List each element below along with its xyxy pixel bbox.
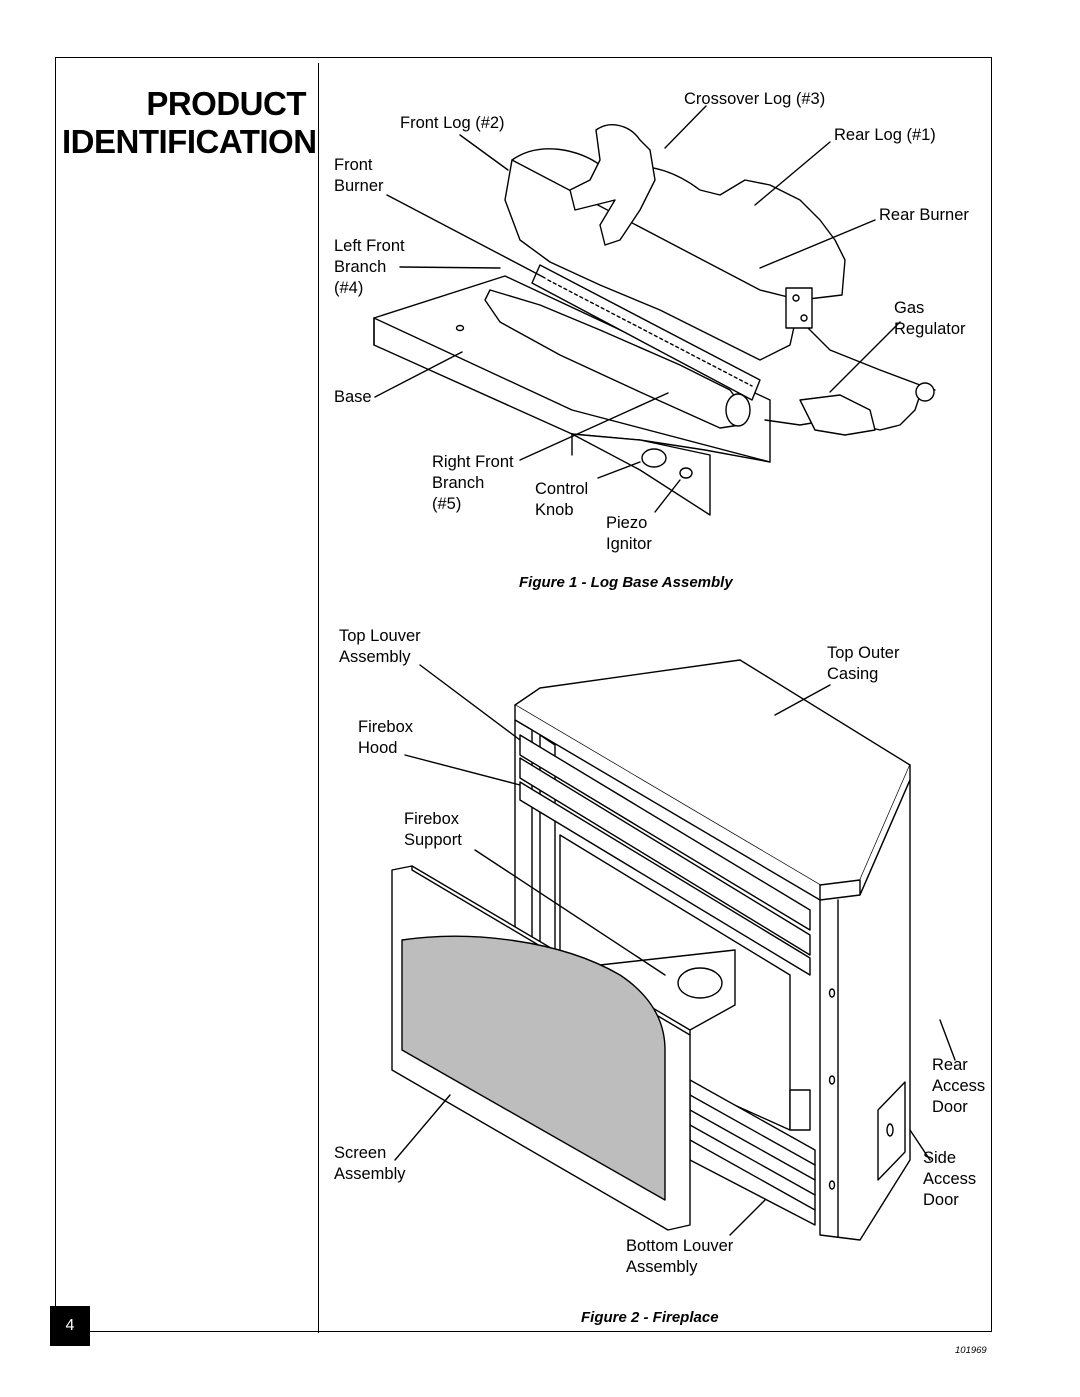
label-left-front-branch: Left Front Branch (#4) <box>334 237 405 297</box>
label-gas-regulator: Gas Regulator <box>894 299 966 338</box>
label-firebox-hood: Firebox Hood <box>358 718 414 757</box>
label-firebox-support: Firebox Support <box>404 810 462 849</box>
label-base: Base <box>334 388 372 406</box>
label-screen-assembly: Screen Assembly <box>334 1144 406 1183</box>
label-right-front-branch: Right Front Branch (#5) <box>432 453 514 513</box>
page-frame <box>55 57 992 1332</box>
figure2-caption: Figure 2 - Fireplace <box>581 1309 719 1326</box>
label-side-access-door: Side Access Door <box>923 1149 977 1209</box>
document-code: 101969 <box>955 1345 987 1356</box>
label-rear-access-door: Rear Access Door <box>932 1056 986 1116</box>
label-rear-log: Rear Log (#1) <box>834 126 936 144</box>
label-crossover-log: Crossover Log (#3) <box>684 90 826 108</box>
label-front-burner: Front Burner <box>334 156 384 195</box>
label-bottom-louver-assembly: Bottom Louver Assembly <box>626 1237 734 1276</box>
label-top-louver-assembly: Top Louver Assembly <box>339 627 421 666</box>
label-rear-burner: Rear Burner <box>879 206 969 224</box>
page-number: 4 <box>50 1306 90 1346</box>
page-title-line2: IDENTIFICATION <box>62 123 317 160</box>
page-title-line1: PRODUCT <box>146 85 306 122</box>
figure1-caption: Figure 1 - Log Base Assembly <box>519 574 733 591</box>
label-top-outer-casing: Top Outer Casing <box>827 644 900 683</box>
column-divider <box>318 63 319 1333</box>
label-front-log: Front Log (#2) <box>400 114 505 132</box>
label-control-knob: Control Knob <box>535 480 589 519</box>
label-piezo-ignitor: Piezo Ignitor <box>606 514 652 553</box>
